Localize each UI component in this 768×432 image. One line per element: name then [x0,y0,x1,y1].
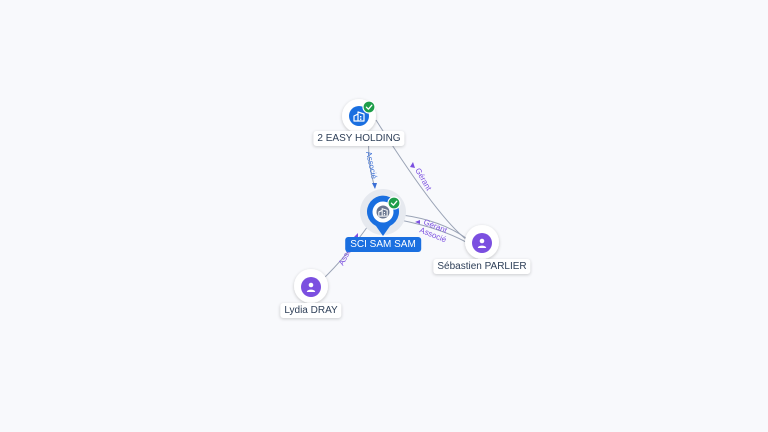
verified-check-icon [387,196,401,210]
verified-check-icon [362,100,376,114]
node-2-easy-holding[interactable] [342,99,376,133]
node-lydia-dray[interactable] [294,269,328,303]
node-sci-sam-sam[interactable] [360,189,406,236]
node-sebastien-parlier[interactable] [465,225,499,259]
node-label-2-easy-holding[interactable]: 2 EASY HOLDING [313,131,405,146]
edge-label-holding-main: Associé [364,151,379,181]
edge-sebastien-main [399,214,467,243]
node-label-sci-sam-sam[interactable]: SCI SAM SAM [345,237,421,252]
node-label-sebastien-parlier[interactable]: Sébastien PARLIER [433,259,531,274]
node-label-lydia-dray[interactable]: Lydia DRAY [280,303,342,318]
edge-label-sebastien-holding: Gérant [413,167,433,193]
